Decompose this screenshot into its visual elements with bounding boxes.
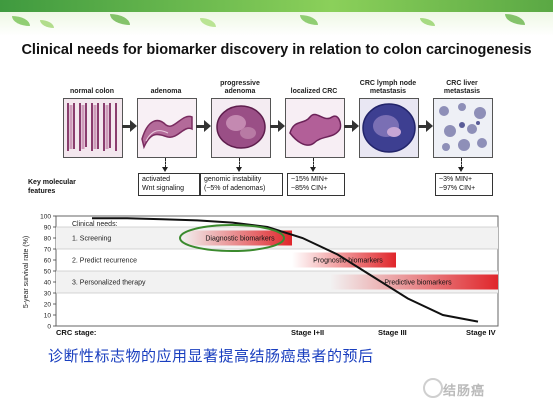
adenoma-image — [137, 98, 197, 158]
stage-label-normal-colon: normal colon — [70, 88, 114, 95]
stage-label-liver: CRC liver metastasis — [443, 80, 481, 95]
clinical-need-label: 1. Screening — [72, 236, 111, 243]
y-tick-label: 30 — [44, 291, 52, 298]
stage-label-adenoma: adenoma — [150, 88, 182, 95]
feature-box-wnt: activated Wnt signaling — [138, 173, 200, 196]
leaf-decoration — [0, 12, 553, 36]
y-tick-label: 50 — [44, 269, 52, 276]
biomarker-bar — [330, 274, 498, 290]
biomarker-bar — [180, 230, 292, 246]
y-tick-label: 40 — [44, 280, 52, 287]
feature-box-localized: ~15% MIN+ ~85% CIN+ — [287, 173, 345, 196]
top-banner — [0, 0, 553, 12]
chinese-caption: 诊断性标志物的应用显著提高结肠癌患者的预后 — [48, 347, 374, 365]
normal-colon-image — [63, 98, 123, 158]
y-tick-label: 90 — [44, 225, 52, 232]
y-axis-label: 5-year survival rate (%) — [23, 236, 30, 308]
x-axis-label: CRC stage: — [56, 328, 96, 337]
page-title: Clinical needs for biomarker discovery i… — [21, 42, 532, 58]
feature-box-genomic: genomic instability (~5% of adenomas) — [200, 173, 283, 196]
biomarker-bar-label: Diagnostic biomarkers — [205, 236, 275, 243]
clinical-need-label: 2. Predict recurrence — [72, 258, 137, 265]
y-tick-label: 70 — [44, 247, 52, 254]
feature-box-liver: ~3% MIN+ ~97% CIN+ — [435, 173, 493, 196]
y-tick-label: 80 — [44, 236, 52, 243]
diagnostic-highlight — [179, 224, 285, 252]
y-tick-label: 10 — [44, 313, 52, 320]
stage-label-progressive-adenoma: progressive adenoma — [220, 80, 260, 95]
biomarker-bar-label: Predictive biomarkers — [384, 280, 452, 287]
logo-text: 结肠癌 — [443, 383, 486, 398]
stage-iv-label: Stage IV — [466, 328, 496, 337]
y-tick-label: 100 — [40, 214, 51, 221]
y-tick-label: 60 — [44, 258, 52, 265]
progressive-adenoma-image — [211, 98, 271, 158]
stage-label-localized-crc: localized CRC — [290, 88, 338, 95]
survival-curve — [92, 217, 479, 323]
clinical-need-label: 3. Personalized therapy — [72, 280, 146, 287]
lymph-node-metastasis-image — [359, 98, 419, 158]
localized-crc-image — [285, 98, 345, 158]
stage-iii-label: Stage III — [378, 328, 407, 337]
biomarker-bar — [292, 252, 396, 268]
y-tick-label: 20 — [44, 302, 52, 309]
clinical-needs-heading: Clinical needs: — [72, 221, 118, 228]
y-tick-label: 0 — [47, 324, 51, 331]
logo-icon — [423, 378, 443, 398]
stage-i-ii-label: Stage I+II — [291, 328, 324, 337]
features-label: Key molecular features — [28, 179, 76, 195]
liver-metastasis-image — [433, 98, 493, 158]
stage-label-lymph-node: CRC lymph node metastasis — [359, 80, 417, 95]
